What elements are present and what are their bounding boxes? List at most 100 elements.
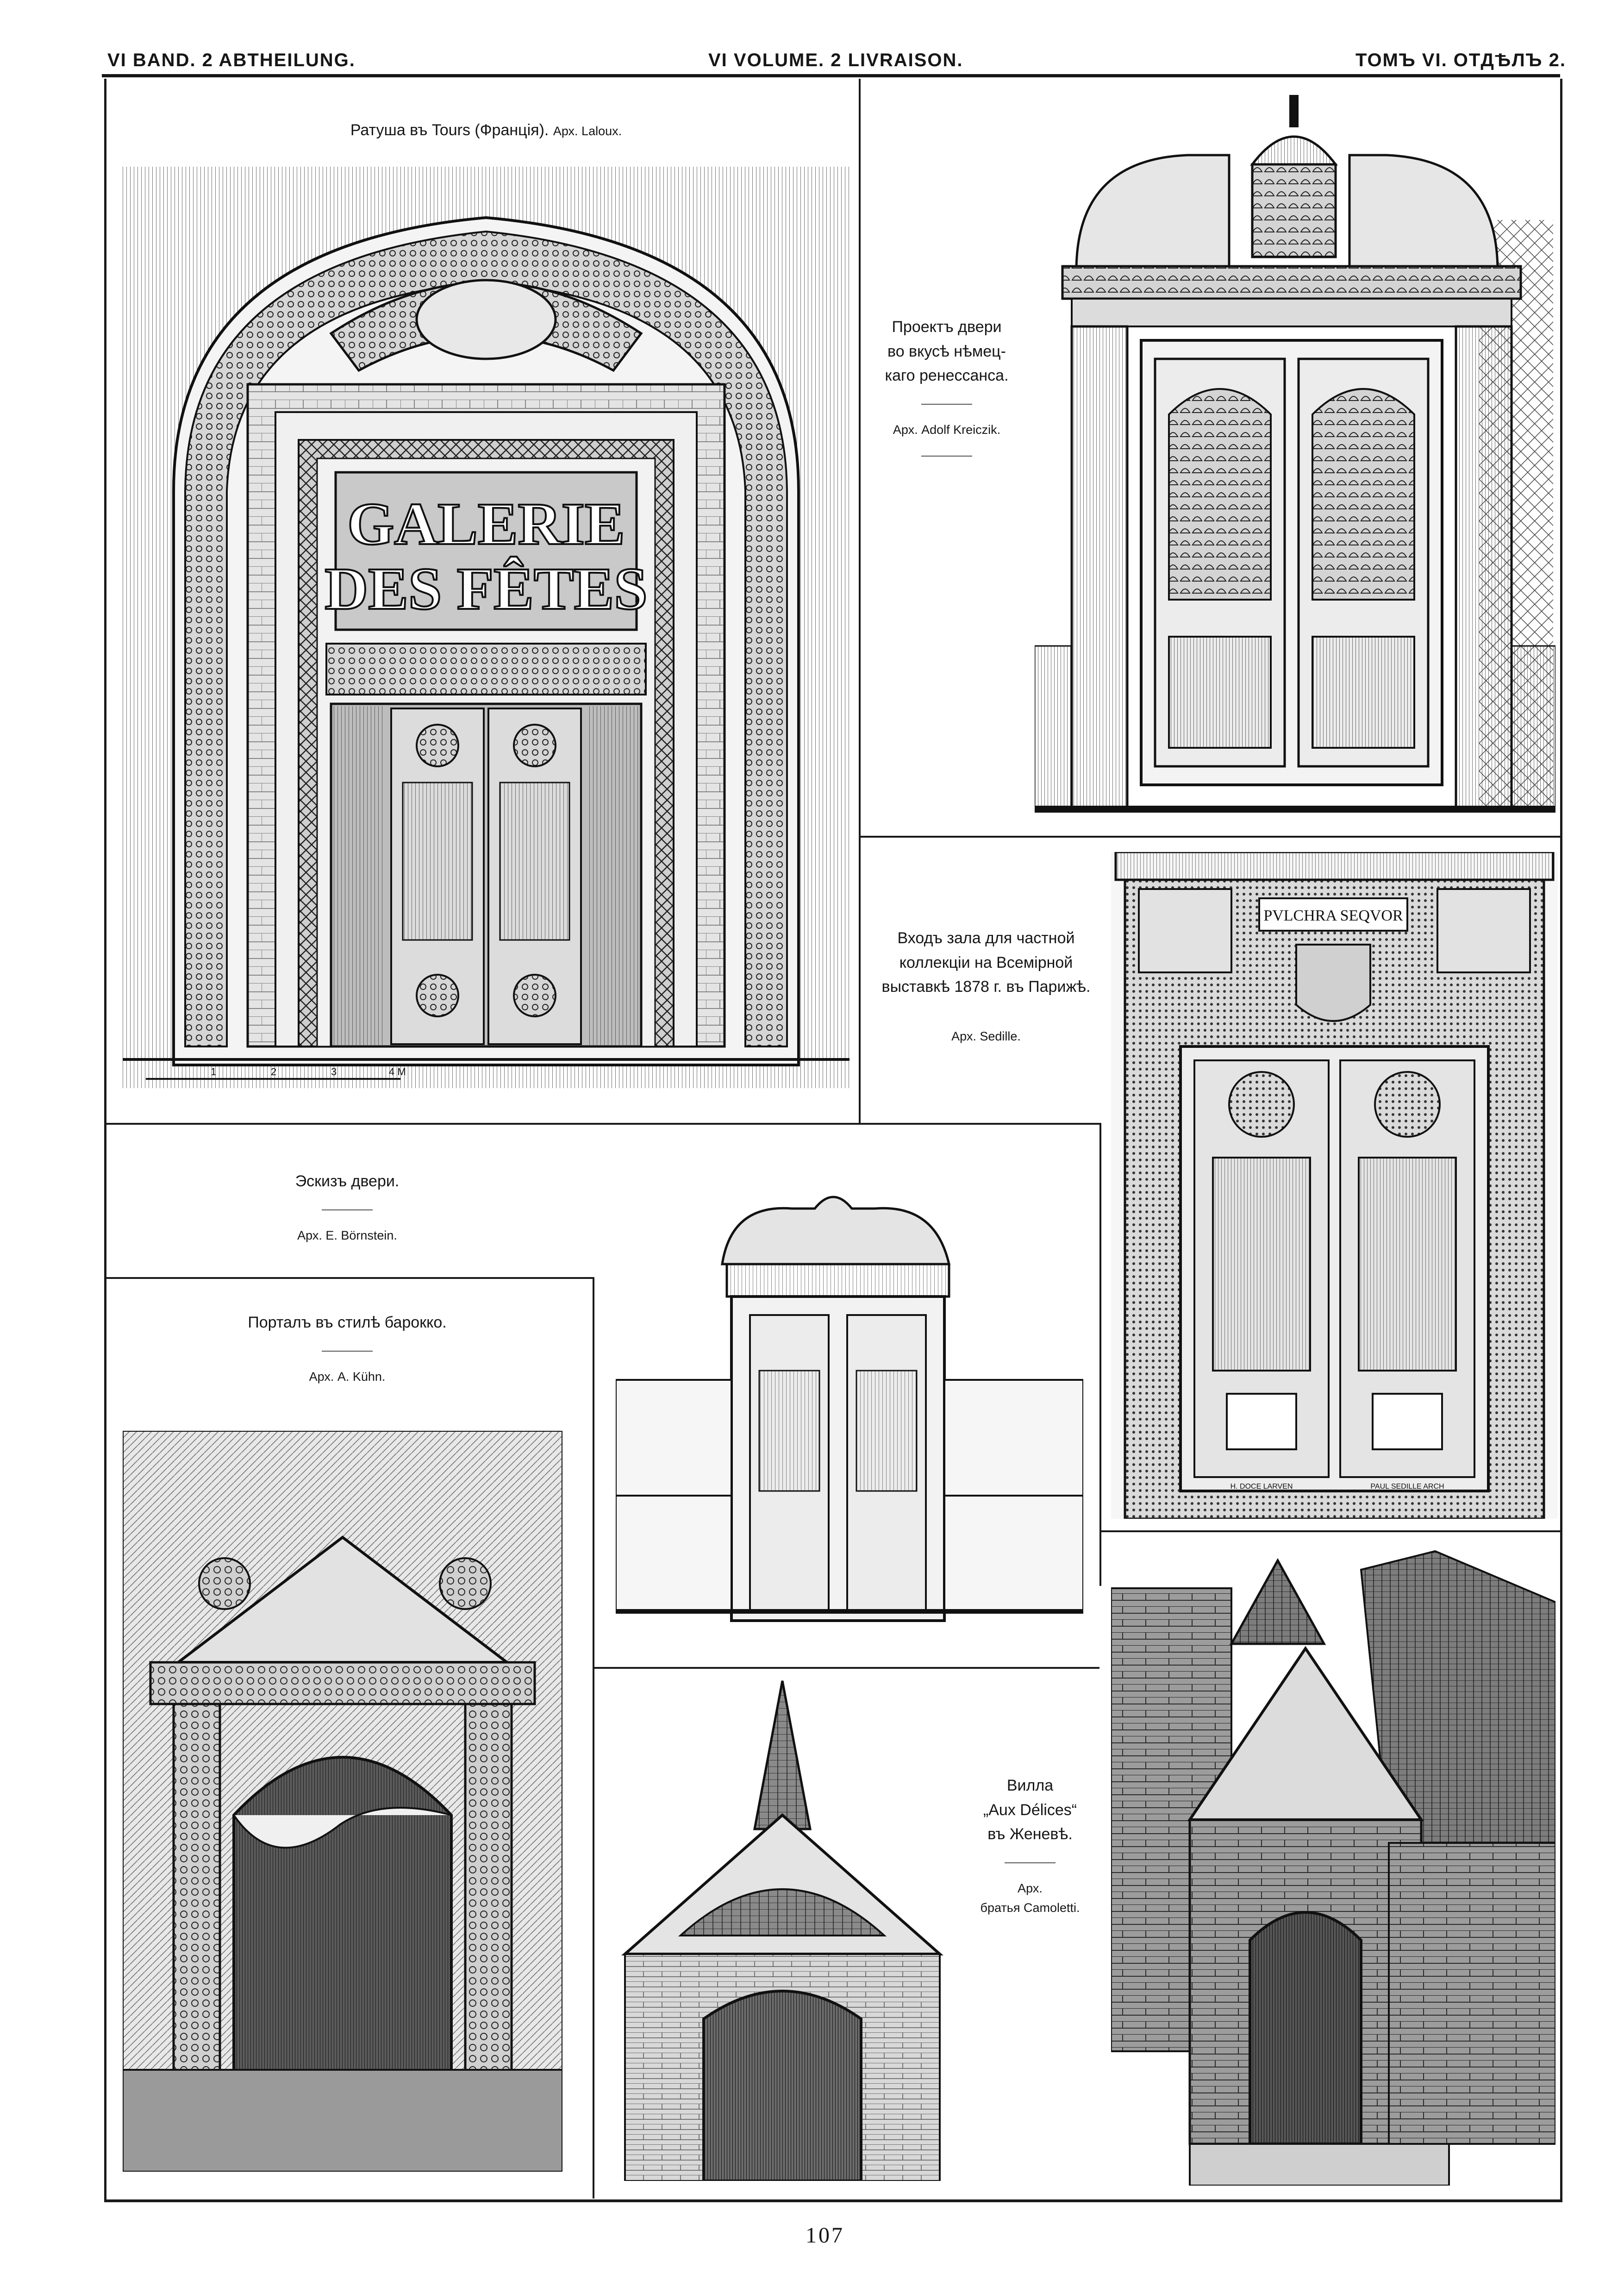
dado (123, 2069, 562, 2172)
caption-german-rule (921, 404, 972, 405)
garland-border (184, 230, 788, 1047)
caption-german-door: Проектъ двери во вкусѣ нѣмец- каго ренес… (866, 315, 1028, 472)
gable-carving (678, 1888, 887, 1936)
plate-paris-hall-entrance: PVLCHRA SEQVOR H. DOCE LARVEN PAUL SEDIL… (1111, 852, 1558, 1519)
page-frame (104, 79, 1562, 2202)
figure-panel (1358, 1157, 1457, 1372)
scale-label: 4 M (389, 1066, 406, 1077)
cornice (1114, 852, 1555, 881)
entrance-door (1249, 1911, 1362, 2145)
baroque-portal-drawing (123, 1431, 562, 2172)
caption-paris-line-3: выставкѣ 1878 г. въ Парижѣ. (881, 978, 1091, 996)
left-pilaster (333, 706, 384, 1046)
divider-col-top (859, 79, 861, 1123)
inscription-text: PVLCHRA SEQVOR (1263, 907, 1403, 924)
caption-paris-line-2: коллекціи на Всемірной (899, 953, 1073, 971)
villa-perspective-drawing (1111, 1542, 1555, 2186)
rosette (416, 974, 459, 1017)
inscription-line-2: DES FÊTES (325, 556, 647, 622)
rosette (513, 724, 556, 767)
caption-baroque-author: Арх. A. Kühn. (309, 1369, 386, 1384)
caption-german-line-3: каго ренессанса. (885, 367, 1009, 385)
medallion (1228, 1071, 1295, 1138)
gate-panel (856, 1370, 918, 1492)
inscription-panel (334, 471, 638, 631)
caption-baroque: Порталъ въ стилѣ барокко. Арх. A. Kühn. (111, 1310, 583, 1387)
ground-line (616, 1609, 1083, 1614)
floor-line (1035, 806, 1555, 813)
caption-german-author: Арх. Adolf Kreiczik. (893, 423, 1001, 437)
caption-baroque-rule (322, 1350, 373, 1352)
frieze (1071, 298, 1512, 327)
caption-german-line-1: Проектъ двери (892, 318, 1002, 336)
divider-right-1 (859, 836, 1560, 838)
inscription-tablet (1258, 897, 1408, 932)
lower-panel (1372, 1393, 1443, 1450)
plate-tours-town-hall: GALERIE DES FÊTES 1 2 3 4 M (123, 167, 849, 1088)
pediment-left (1075, 154, 1230, 272)
caption-villa-author-1: Арх. (1018, 1881, 1043, 1896)
divider-col-mid (1099, 1123, 1101, 1586)
inscription-line-1: GALERIE (347, 491, 625, 558)
right-pilaster (588, 706, 639, 1046)
divider-mid (104, 1123, 1099, 1125)
divider-col-low (593, 1277, 594, 2199)
carved-panel-right (1312, 388, 1415, 601)
caption-paris-hall: Входъ зала для частной коллекціи на Всем… (866, 926, 1106, 1046)
curtain-drape (233, 1807, 452, 1849)
paris-hall-drawing: PVLCHRA SEQVOR H. DOCE LARVEN PAUL SEDIL… (1111, 852, 1558, 1519)
caption-paris-line-1: Входъ зала для частной (897, 929, 1075, 947)
ground-line (123, 1058, 849, 1061)
right-wall (1388, 1842, 1555, 2145)
caption-sketch-author: Арх. E. Börnstein. (297, 1228, 397, 1242)
header-rule (102, 74, 1560, 77)
cornice (149, 1661, 536, 1705)
frieze (325, 643, 647, 695)
plate-baroque-portal (123, 1431, 562, 2172)
door-panel (499, 782, 570, 941)
tours-drawing: GALERIE DES FÊTES 1 2 3 4 M (123, 167, 849, 1088)
caption-sketch-rule (322, 1209, 373, 1210)
caption-villa-line-2: „Aux Délices“ (983, 1801, 1077, 1819)
dado-left (1035, 645, 1073, 813)
finial (1289, 95, 1299, 127)
caption-tours-author: Арх. Laloux. (553, 124, 622, 138)
caption-german-rule-2 (921, 455, 972, 457)
right-column (1455, 325, 1513, 813)
page-number: 107 (806, 2223, 844, 2248)
cartouche (415, 279, 557, 360)
dado-right (1511, 645, 1555, 813)
caption-paris-author: Арх. Sedille. (951, 1029, 1021, 1044)
medallion (1374, 1071, 1441, 1138)
gate-panel (758, 1370, 820, 1492)
entrance-door (702, 1990, 862, 2181)
turret-spire (1229, 1558, 1326, 1645)
door-sketch-drawing (616, 1176, 1083, 1639)
left-column (1070, 325, 1129, 813)
signature: PAUL SEDILLE ARCH (1370, 1483, 1444, 1491)
header-center: VI VOLUME. 2 LIVRAISON. (708, 50, 963, 70)
german-door-drawing (1035, 90, 1555, 813)
plate-german-renaissance-door (1035, 90, 1555, 813)
broken-pediment (721, 1196, 951, 1265)
carved-panel-left (1168, 388, 1272, 601)
caption-baroque-title: Порталъ въ стилѣ барокко. (248, 1314, 447, 1331)
scale-label: 2 (271, 1066, 276, 1077)
divider-left-2 (104, 1277, 593, 1279)
coat-of-arms (1295, 944, 1371, 1022)
crown-dome (1249, 135, 1338, 166)
right-pilaster (464, 1703, 513, 2122)
lower-panel-left (1168, 636, 1272, 749)
urn-right (439, 1557, 492, 1610)
divider-center-low (593, 1667, 1099, 1669)
plate-villa-perspective (1111, 1542, 1555, 2186)
caption-sketch-door: Эскизъ двери. Арх. E. Börnstein. (111, 1169, 583, 1246)
divider-right-2 (1099, 1530, 1560, 1532)
caption-german-line-2: во вкусѣ нѣмец- (887, 342, 1006, 360)
urn-left (198, 1557, 251, 1610)
caption-villa-line-3: въ Женевѣ. (987, 1825, 1073, 1843)
scale-label: 1 (211, 1066, 216, 1077)
lower-panel (1226, 1393, 1297, 1450)
caption-villa-line-1: Вилла (1006, 1777, 1054, 1794)
